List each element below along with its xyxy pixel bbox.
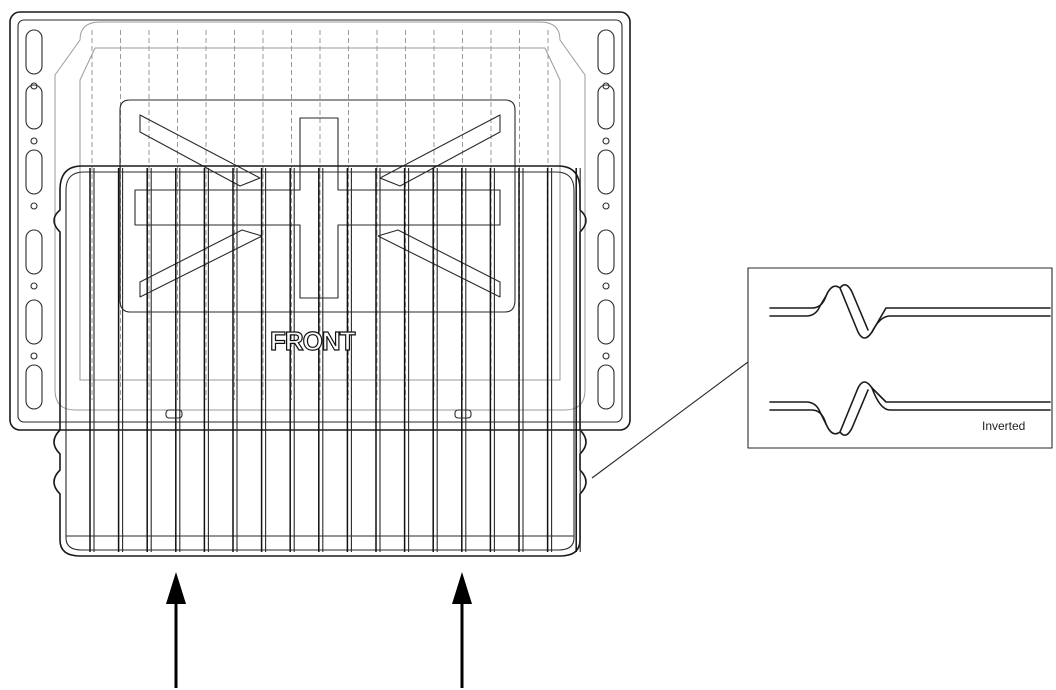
side-slot (597, 84, 615, 130)
side-hole (30, 137, 38, 145)
shelf-stop-left (165, 409, 183, 419)
right-side-slots (597, 29, 615, 410)
oven-frame (9, 11, 631, 431)
inverted-label: Inverted (982, 419, 1025, 433)
side-hole (602, 282, 610, 290)
shelf-profile-inverted (769, 381, 1051, 436)
side-hole (602, 352, 610, 360)
side-slot (25, 229, 43, 275)
detail-leader-line (591, 361, 749, 479)
side-slot (25, 299, 43, 345)
side-slot (25, 149, 43, 195)
arrow-head-left (166, 572, 186, 604)
side-slot (25, 84, 43, 130)
side-slot (597, 364, 615, 410)
side-slot (597, 149, 615, 195)
side-slot (25, 29, 43, 75)
side-hole (602, 137, 610, 145)
arrow-head-right (452, 572, 472, 604)
front-label: FRONT (270, 326, 356, 356)
shelf-wires (89, 168, 581, 552)
detail-inset: Inverted (747, 267, 1053, 449)
insertion-arrow-left (166, 572, 186, 688)
side-slot (597, 299, 615, 345)
side-hole (30, 282, 38, 290)
shelf-stop-right (454, 409, 472, 419)
wire-shelf (53, 165, 587, 557)
tray-cross-embossing (119, 99, 516, 313)
side-slot (25, 364, 43, 410)
shelf-profile-normal (769, 284, 1051, 339)
insertion-arrow-right (452, 572, 472, 688)
side-hole (602, 202, 610, 210)
side-slot (597, 29, 615, 75)
side-hole (30, 82, 38, 90)
side-hole (602, 82, 610, 90)
side-hole (30, 352, 38, 360)
side-hole (30, 202, 38, 210)
left-side-slots (25, 29, 43, 410)
side-slot (597, 229, 615, 275)
